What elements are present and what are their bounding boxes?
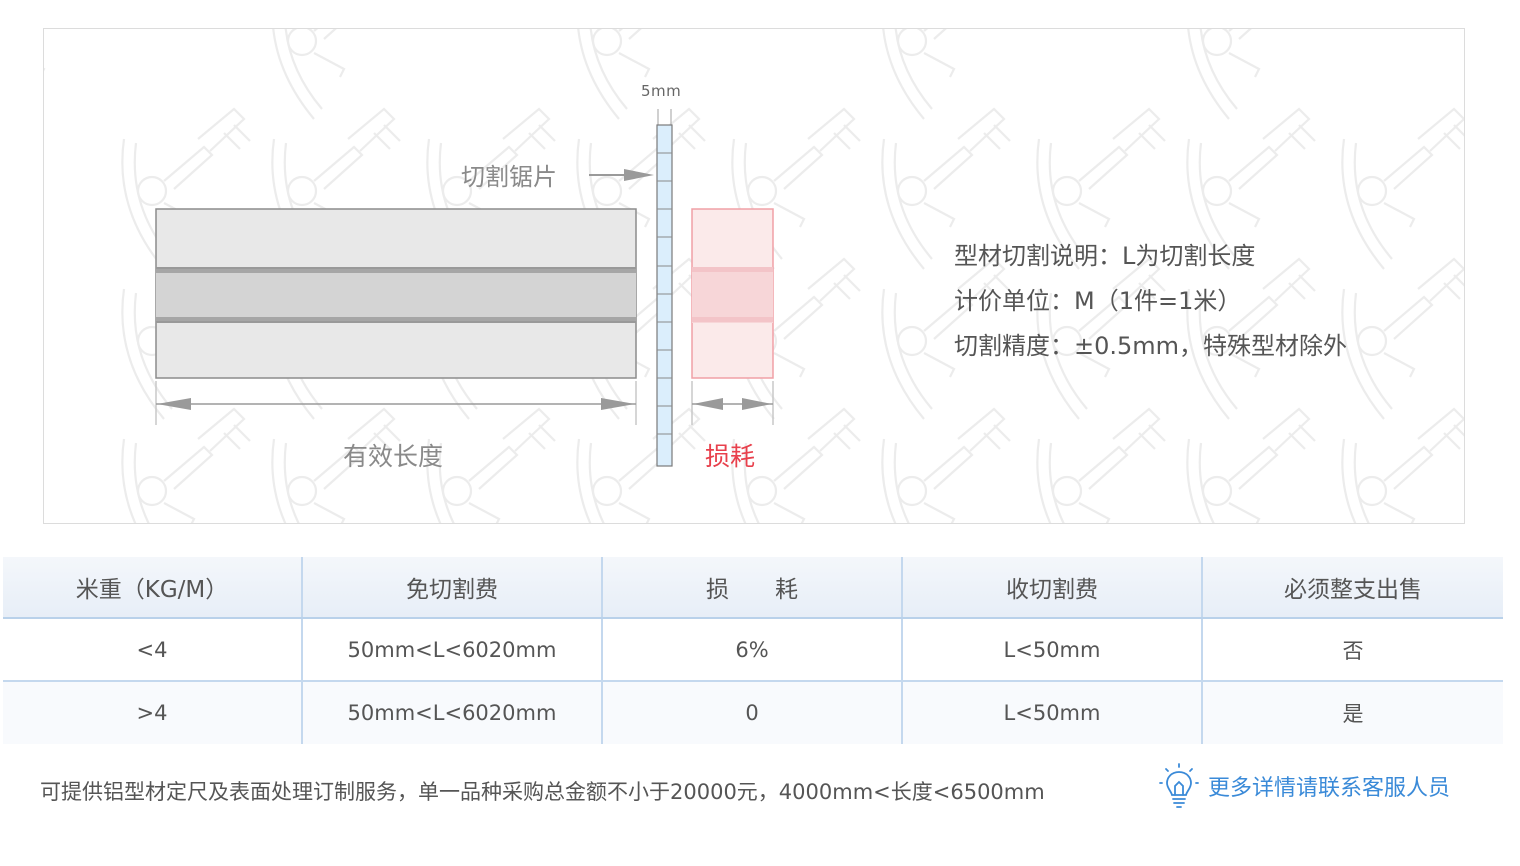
cutting-diagram-panel: 5mm 切割锯片 有效长度 损耗 型材切割说明：L为切割长度 计价单位：M（1件…	[43, 28, 1465, 524]
table-header-row: 米重（KG/M） 免切割费 损 耗 收切割费 必须整支出售	[3, 557, 1503, 619]
cell-loss: 6%	[602, 618, 903, 682]
cell-free-cutting: 50mm<L<6020mm	[302, 618, 603, 682]
loss-piece-shape	[691, 208, 774, 379]
cutting-fee-table: 米重（KG/M） 免切割费 损 耗 收切割费 必须整支出售 <4 50mm<L<…	[3, 557, 1503, 744]
cell-free-cutting: 50mm<L<6020mm	[302, 681, 603, 744]
arrow-left-icon	[157, 398, 191, 410]
cell-whole-piece: 是	[1202, 681, 1503, 744]
effective-length-dimension	[155, 381, 637, 425]
saw-blade-label: 切割锯片	[461, 163, 557, 191]
cell-weight: >4	[3, 681, 303, 744]
header-whole-piece-only: 必须整支出售	[1202, 557, 1503, 619]
cell-weight: <4	[3, 618, 303, 682]
arrow-left-icon	[693, 398, 723, 410]
description-line-pricing-unit: 计价单位：M（1件=1米）	[954, 287, 1242, 315]
header-free-cutting: 免切割费	[302, 557, 603, 619]
description-line-definition: 型材切割说明：L为切割长度	[954, 242, 1256, 270]
cutting-description: 型材切割说明：L为切割长度 计价单位：M（1件=1米） 切割精度：±0.5mm，…	[954, 234, 1347, 369]
arrow-right-icon	[601, 398, 635, 410]
contact-customer-service-link[interactable]: 更多详情请联系客服人员	[1158, 762, 1450, 810]
header-loss: 损 耗	[602, 557, 903, 619]
effective-length-label: 有效长度	[343, 442, 444, 471]
table-row: >4 50mm<L<6020mm 0 L<50mm 是	[3, 681, 1503, 744]
custom-service-note: 可提供铝型材定尺及表面处理订制服务，单一品种采购总金额不小于20000元，400…	[40, 780, 1045, 804]
blade-width-label: 5mm	[641, 82, 682, 100]
lightbulb-icon	[1159, 763, 1199, 808]
cell-loss: 0	[602, 681, 903, 744]
contact-customer-service-label[interactable]: 更多详情请联系客服人员	[1208, 776, 1451, 801]
header-charged-cutting: 收切割费	[902, 557, 1203, 619]
arrow-right-icon	[624, 169, 654, 181]
profile-drawing	[155, 109, 774, 467]
description-line-precision: 切割精度：±0.5mm，特殊型材除外	[954, 332, 1348, 360]
aluminum-profile-shape	[155, 208, 637, 379]
table-row: <4 50mm<L<6020mm 6% L<50mm 否	[3, 618, 1503, 682]
arrow-right-icon	[742, 398, 772, 410]
saw-blade-shape	[656, 109, 673, 467]
header-weight-per-meter: 米重（KG/M）	[3, 557, 303, 619]
cell-charged-cutting: L<50mm	[902, 618, 1203, 682]
cell-charged-cutting: L<50mm	[902, 681, 1203, 744]
loss-label: 损耗	[705, 442, 756, 471]
cell-whole-piece: 否	[1202, 618, 1503, 682]
